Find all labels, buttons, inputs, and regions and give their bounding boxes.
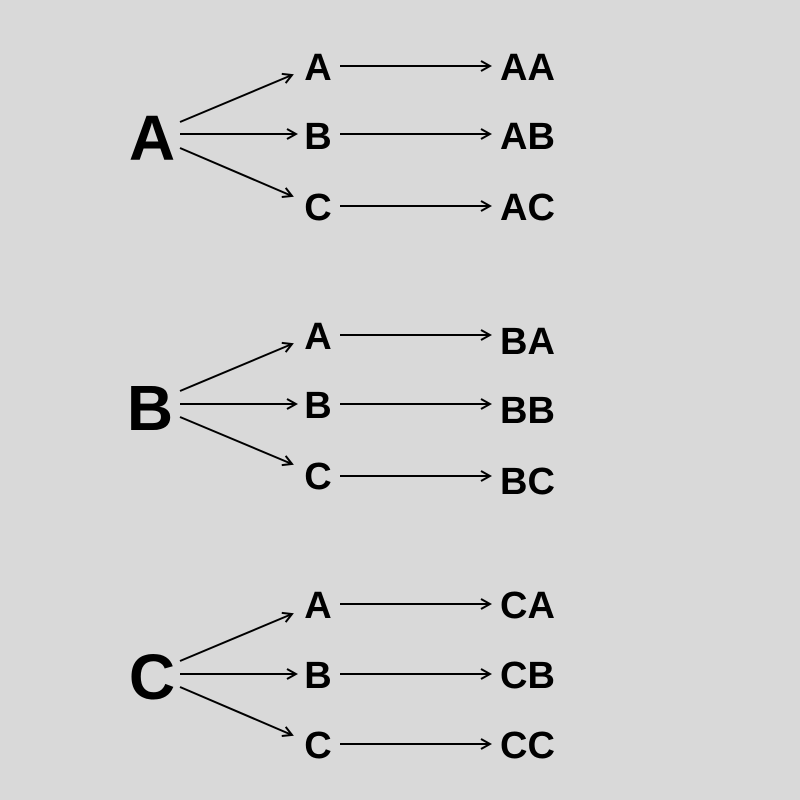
group-b: B A B C BA BB BC bbox=[127, 316, 555, 503]
group-a: A A B C AA AB AC bbox=[129, 47, 555, 229]
result-node: AC bbox=[500, 187, 555, 229]
child-node: C bbox=[304, 187, 331, 229]
child-node: B bbox=[304, 655, 331, 697]
result-node: BC bbox=[500, 461, 555, 503]
group-c: C A B C CA CB CC bbox=[129, 585, 555, 767]
branch-arrow bbox=[179, 416, 292, 464]
child-node: B bbox=[304, 385, 331, 427]
root-node-a: A bbox=[129, 102, 175, 174]
child-node: C bbox=[304, 725, 331, 767]
result-node: CC bbox=[500, 725, 555, 767]
root-node-c: C bbox=[129, 641, 175, 713]
result-node: BB bbox=[500, 390, 555, 432]
result-node: BA bbox=[500, 321, 555, 363]
result-node: CB bbox=[500, 655, 555, 697]
branch-arrow bbox=[179, 614, 292, 662]
child-node: B bbox=[304, 116, 331, 158]
result-node: CA bbox=[500, 585, 555, 627]
result-node: AA bbox=[500, 47, 555, 89]
child-node: A bbox=[304, 47, 331, 89]
branch-arrow bbox=[179, 344, 292, 392]
result-node: AB bbox=[500, 116, 555, 158]
child-node: C bbox=[304, 456, 331, 498]
child-node: A bbox=[304, 316, 331, 358]
branch-arrow bbox=[179, 147, 292, 196]
branch-arrow bbox=[179, 75, 292, 123]
branch-arrow bbox=[179, 686, 292, 735]
root-node-b: B bbox=[127, 372, 173, 444]
child-node: A bbox=[304, 585, 331, 627]
